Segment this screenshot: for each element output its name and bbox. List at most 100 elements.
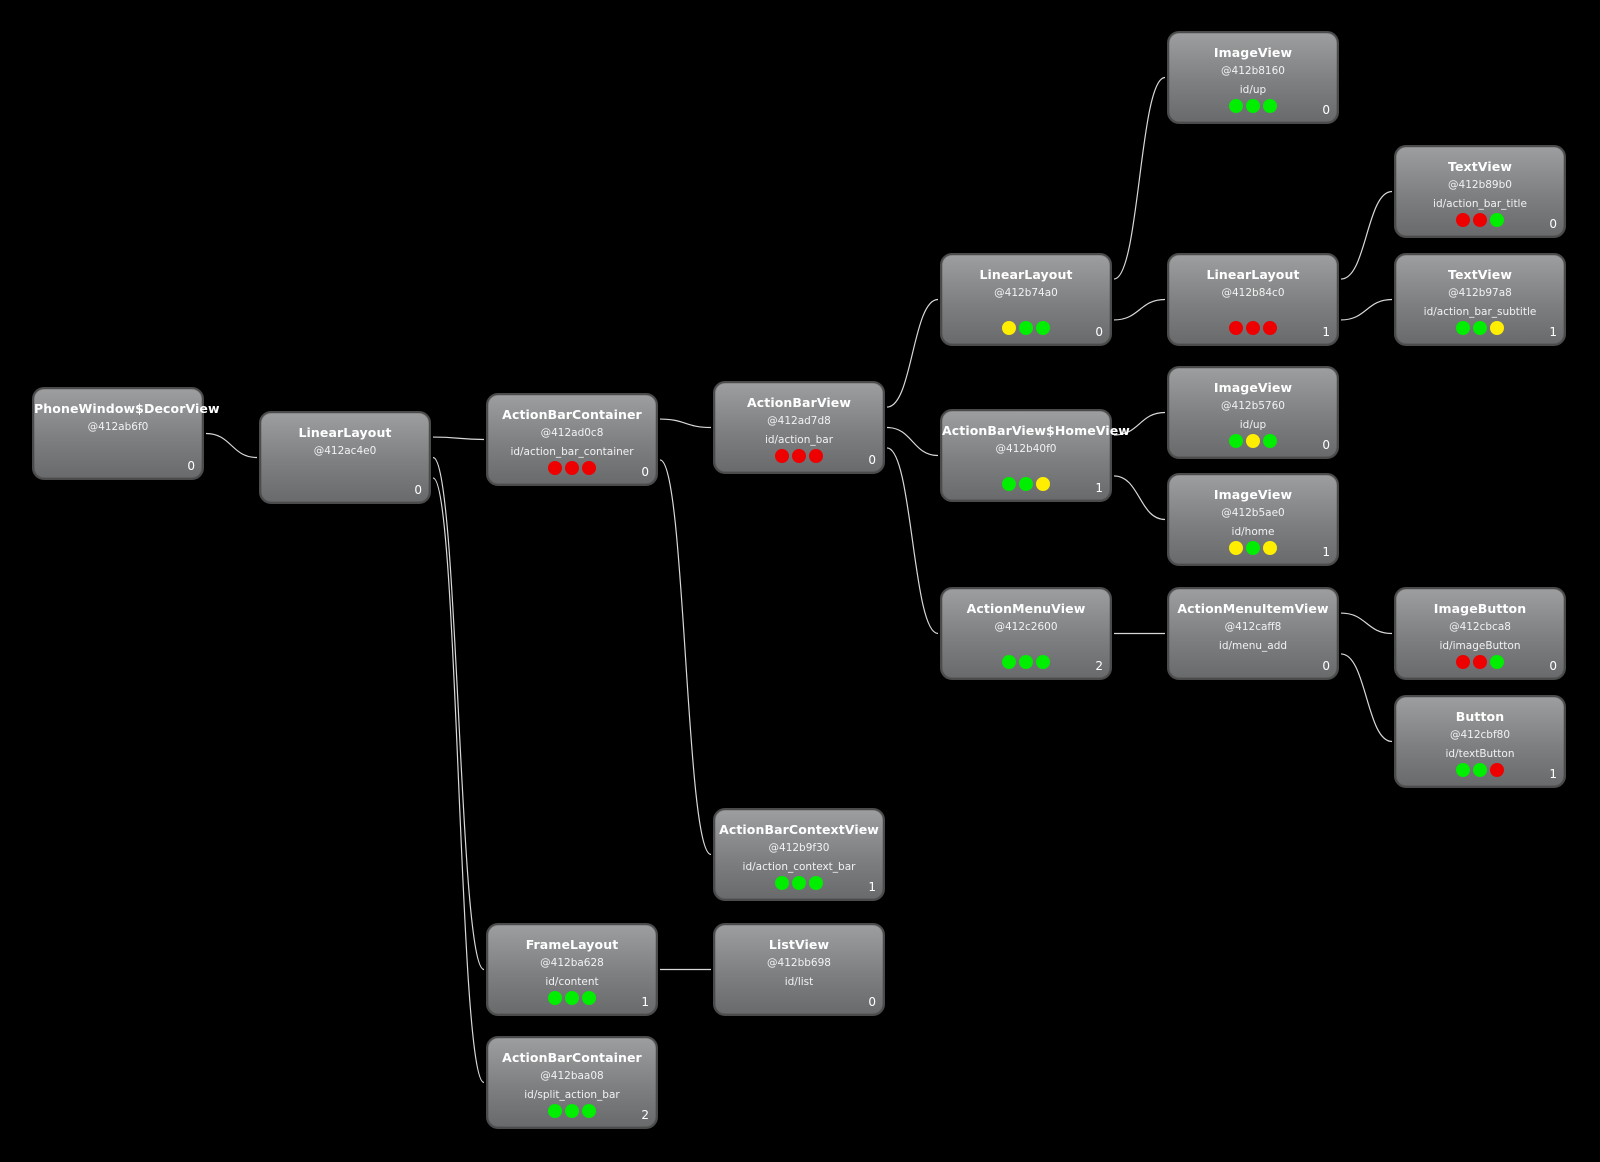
node-status-dots	[1396, 213, 1564, 227]
tree-edge	[886, 426, 939, 457]
node-view-id: id/imageButton	[1439, 640, 1521, 652]
status-dot-red	[1456, 213, 1470, 227]
status-dot-green	[582, 1104, 596, 1118]
status-dot-green	[1002, 655, 1016, 669]
tree-edge	[886, 298, 939, 408]
node-child-index: 0	[187, 459, 195, 473]
status-dot-green	[1456, 321, 1470, 335]
status-dot-yellow	[1002, 321, 1016, 335]
node-status-dots	[1169, 541, 1337, 555]
node-hash: @412b5ae0	[1221, 507, 1285, 519]
node-view-id: id/split_action_bar	[524, 1089, 620, 1101]
node-child-index: 2	[1095, 659, 1103, 673]
status-dot-green	[582, 991, 596, 1005]
node-view-id: id/up	[1239, 419, 1267, 431]
status-dot-yellow	[1036, 477, 1050, 491]
node-class-name: LinearLayout	[298, 425, 392, 440]
node-class-name: ImageView	[1213, 487, 1293, 502]
node-hash: @412ac4e0	[313, 445, 377, 457]
node-status-dots	[1396, 321, 1564, 335]
status-dot-green	[1473, 321, 1487, 335]
status-dot-yellow	[1490, 321, 1504, 335]
status-dot-green	[1456, 763, 1470, 777]
status-dot-green	[1246, 99, 1260, 113]
node-status-dots	[715, 876, 883, 890]
status-dot-red	[1263, 321, 1277, 335]
tree-edge	[1340, 653, 1393, 743]
node-status-dots	[1169, 434, 1337, 448]
node-class-name: ActionBarView$HomeView	[942, 423, 1130, 438]
node-hash: @412b9f30	[768, 842, 830, 854]
status-dot-red	[775, 449, 789, 463]
node-child-index: 0	[1322, 438, 1330, 452]
node-hash: @412ad0c8	[540, 427, 604, 439]
node-hash: @412bb698	[767, 957, 831, 969]
node-hash: @412caff8	[1224, 621, 1282, 633]
node-view-id: id/action_bar_container	[510, 446, 634, 458]
node-class-name: ImageView	[1213, 45, 1293, 60]
node-child-index: 0	[1549, 217, 1557, 231]
node-child-index: 1	[1322, 325, 1330, 339]
node-hash: @412cbf80	[1449, 729, 1511, 741]
tree-edge	[1340, 298, 1393, 321]
node-status-dots	[488, 1104, 656, 1118]
status-dot-green	[1246, 541, 1260, 555]
node-class-name: ActionBarContainer	[502, 407, 642, 422]
node-view-id: id/content	[545, 976, 599, 988]
node-child-index: 1	[1549, 325, 1557, 339]
node-child-index: 1	[1549, 767, 1557, 781]
tree-edge	[205, 432, 258, 459]
node-child-index: 0	[868, 453, 876, 467]
tree-edge	[1113, 76, 1166, 280]
view-node[interactable]: ActionBarView$HomeView @412b40f0 1	[940, 409, 1130, 502]
status-dot-green	[1473, 763, 1487, 777]
node-hash: @412c2600	[994, 621, 1058, 633]
node-status-dots	[1169, 99, 1337, 113]
node-child-index: 1	[1095, 481, 1103, 495]
status-dot-red	[809, 449, 823, 463]
node-status-dots	[488, 461, 656, 475]
node-class-name: ImageView	[1213, 380, 1293, 395]
node-status-dots	[715, 991, 883, 1005]
node-view-id: id/list	[784, 976, 814, 988]
status-dot-red	[1456, 655, 1470, 669]
tree-edge	[659, 459, 712, 856]
node-status-dots	[1396, 763, 1564, 777]
tree-edge	[1113, 475, 1166, 521]
node-class-name: ListView	[768, 937, 830, 952]
status-dot-green	[775, 876, 789, 890]
node-hash: @412b8160	[1221, 65, 1285, 77]
node-class-name: LinearLayout	[1206, 267, 1300, 282]
node-view-id: id/action_bar_subtitle	[1423, 306, 1537, 318]
view-node[interactable]: ActionBarContainer @412ad0c8 id/action_bar…	[486, 393, 658, 486]
status-dot-green	[1229, 434, 1243, 448]
node-hash: @412b74a0	[994, 287, 1058, 299]
node-child-index: 0	[1322, 103, 1330, 117]
node-hash: @412b40f0	[995, 443, 1057, 455]
node-class-name: ActionMenuItemView	[1177, 601, 1329, 616]
status-dot-green	[1490, 213, 1504, 227]
node-hash: @412b89b0	[1448, 179, 1512, 191]
status-dot-red	[1473, 213, 1487, 227]
status-dot-green	[1019, 321, 1033, 335]
node-status-dots	[1396, 655, 1564, 669]
status-dot-green	[1490, 655, 1504, 669]
